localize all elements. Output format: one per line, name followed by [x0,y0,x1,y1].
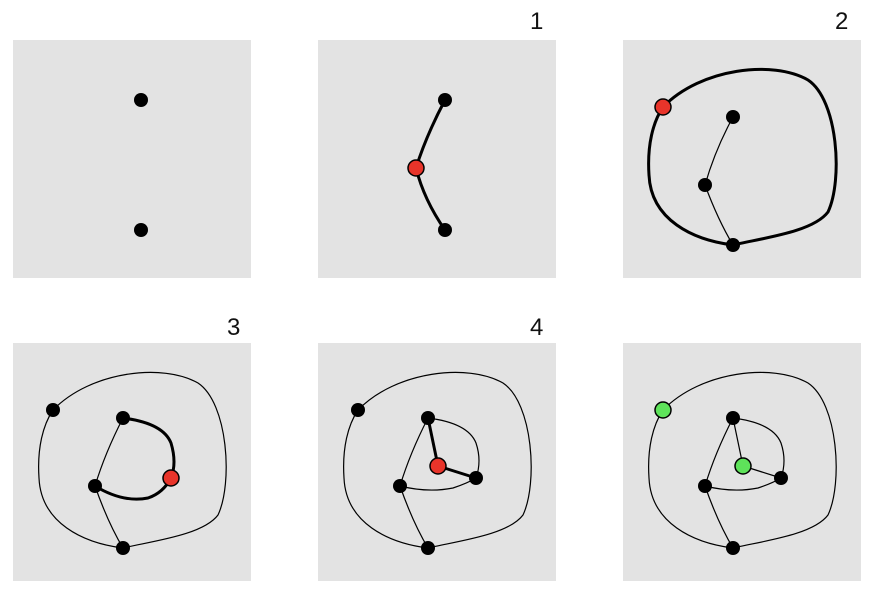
vertex [698,178,712,192]
step-label-1: 1 [530,8,544,35]
vertex [88,479,102,493]
panel-3-graph [38,371,227,555]
panel-0 [13,40,251,278]
vertex [46,403,60,417]
step-label-4: 4 [530,314,544,341]
vertex [134,223,148,237]
new-vertex [654,98,672,116]
panel-4 [318,343,556,581]
vertex [438,93,452,107]
vertex [421,541,435,555]
panel-2-graph [647,68,838,252]
vertex [134,93,148,107]
final-vertex [654,401,672,419]
vertex [116,541,130,555]
panel-5-graph [648,371,837,555]
edge [427,417,480,479]
vertex [698,479,712,493]
step-label-2: 2 [835,8,849,35]
vertex [726,411,740,425]
new-vertex [429,457,447,475]
vertex [116,411,130,425]
vertex [726,110,740,124]
vertex [726,541,740,555]
panel-4-graph [343,371,532,555]
panel-1 [318,40,556,278]
edge [647,68,838,247]
vertex [469,471,483,485]
edge [122,416,176,479]
edge [94,477,173,501]
panel-2 [623,40,861,278]
new-vertex [162,469,180,487]
panel-0-graph [134,93,148,237]
final-vertex [734,457,752,475]
edge [399,477,477,491]
vertex [438,223,452,237]
vertex [393,479,407,493]
step-label-3: 3 [227,314,241,341]
edge [648,371,837,549]
vertex [726,238,740,252]
edge [732,417,785,479]
vertex [774,471,788,485]
panel-3 [13,343,251,581]
vertex [351,403,365,417]
edge [38,371,227,549]
new-vertex [407,159,425,177]
vertex [421,411,435,425]
edge [704,477,782,491]
edge [343,371,532,549]
panel-5 [623,343,861,581]
panel-1-graph [407,93,452,237]
